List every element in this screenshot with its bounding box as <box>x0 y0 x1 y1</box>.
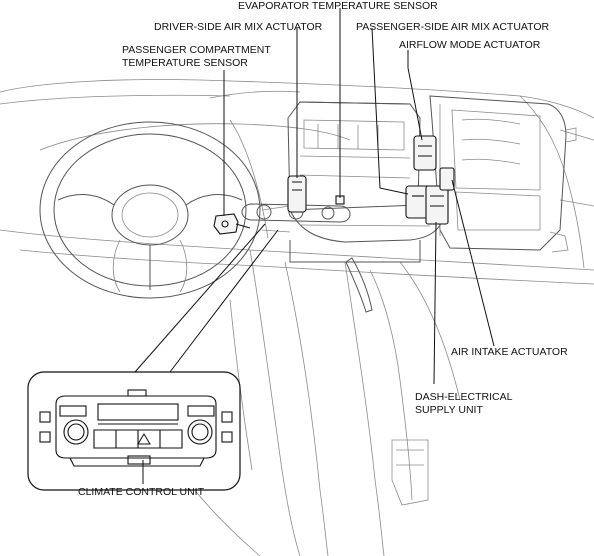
driver-side-air-mix-actuator-part <box>287 175 307 213</box>
climate-control-unit-part <box>39 389 233 467</box>
dashboard-outline <box>0 79 594 285</box>
label-passenger-side-air-mix-actuator: PASSENGER-SIDE AIR MIX ACTUATOR <box>356 21 550 33</box>
climate-control-unit-callout-box <box>27 371 241 491</box>
airflow-mode-actuator-part <box>413 135 437 171</box>
dash-electrical-supply-unit-part <box>425 185 449 225</box>
label-dash-electrical-supply-unit-line1: DASH-ELECTRICAL <box>415 391 513 403</box>
label-evaporator-temperature-sensor: EVAPORATOR TEMPERATURE SENSOR <box>238 0 438 12</box>
label-driver-side-air-mix-actuator: DRIVER-SIDE AIR MIX ACTUATOR <box>154 21 323 33</box>
label-air-intake-actuator: AIR INTAKE ACTUATOR <box>451 346 568 358</box>
callout-lines <box>134 223 279 373</box>
label-climate-control-unit: CLIMATE CONTROL UNIT <box>78 486 205 498</box>
passenger-compartment-temperature-sensor-part <box>213 213 251 235</box>
label-passenger-compartment-temperature-sensor-line2: TEMPERATURE SENSOR <box>122 57 248 69</box>
label-airflow-mode-actuator: AIRFLOW MODE ACTUATOR <box>399 39 541 51</box>
leader-lines <box>142 8 495 484</box>
steering-wheel <box>39 121 261 299</box>
label-dash-electrical-supply-unit-line2: SUPPLY UNIT <box>415 404 483 416</box>
air-intake-actuator-part <box>439 167 455 191</box>
label-passenger-compartment-temperature-sensor-line1: PASSENGER COMPARTMENT <box>122 44 271 56</box>
